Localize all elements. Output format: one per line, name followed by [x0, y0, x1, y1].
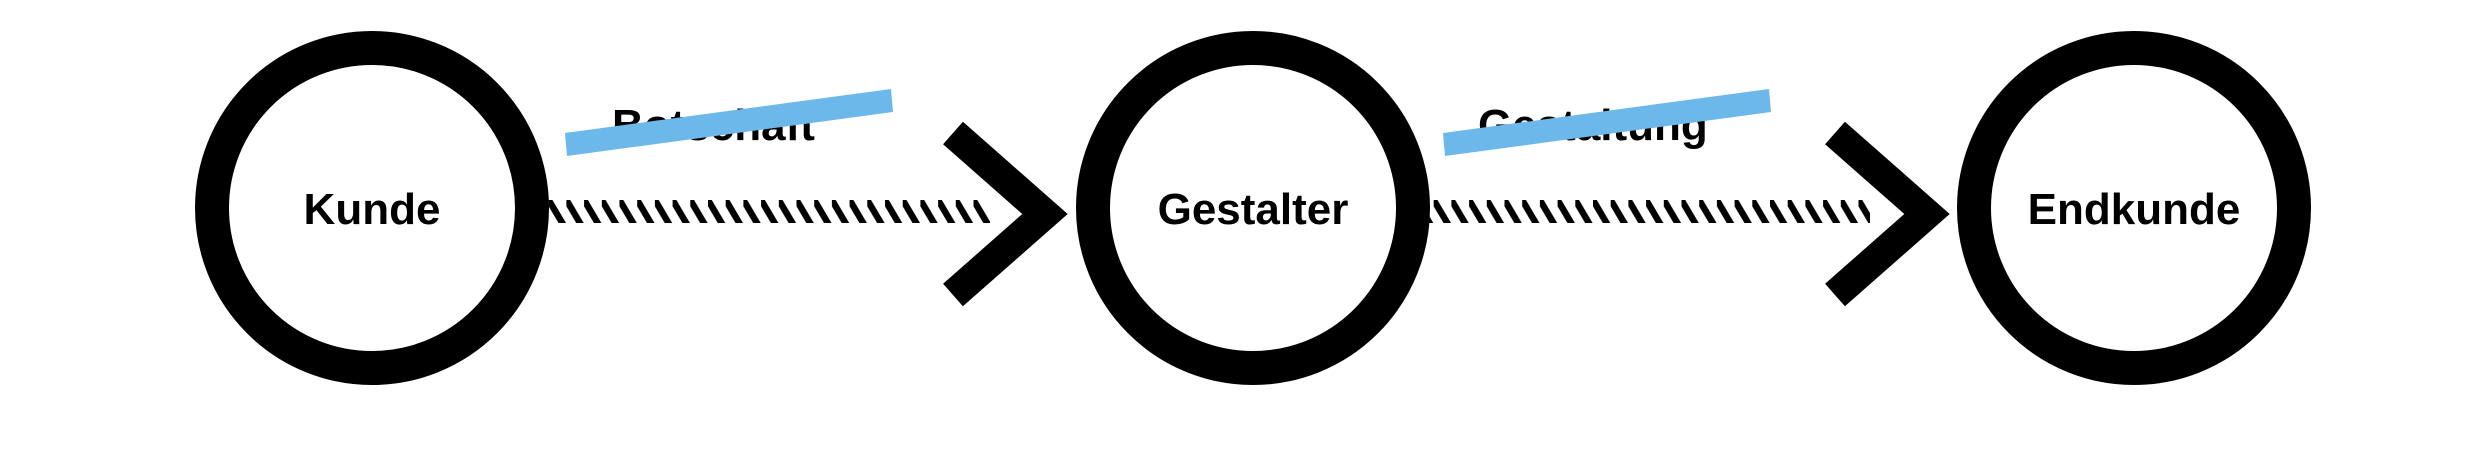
node-circle [195, 31, 549, 385]
edge-hatch-line [548, 193, 990, 223]
highlight-stroke [1443, 89, 1771, 156]
edge-gestalter-endkunde: Gestaltung [1428, 89, 1950, 307]
edge-hatch-line [1428, 193, 1870, 223]
node-endkunde: Endkunde [1957, 31, 2311, 385]
highlight-stroke [565, 89, 893, 156]
node-circle [1957, 31, 2311, 385]
node-circle [1076, 31, 1430, 385]
node-gestalter: Gestalter [1076, 31, 1430, 385]
arrowhead-chevron [943, 121, 1068, 307]
node-label-kunde: Kunde [304, 185, 441, 234]
node-label-endkunde: Endkunde [2028, 185, 2241, 234]
node-label-gestalter: Gestalter [1158, 185, 1349, 234]
node-kunde: Kunde [195, 31, 549, 385]
arrowhead-chevron [1825, 121, 1950, 307]
edge-kunde-gestalter: Botschaft [548, 89, 1068, 307]
